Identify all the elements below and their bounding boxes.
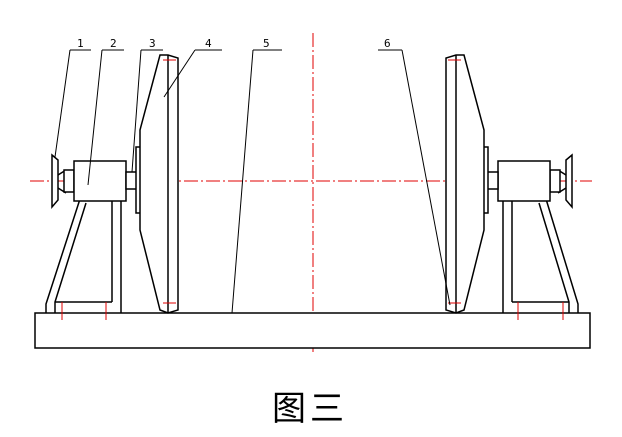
callout-2: 2 [110, 37, 117, 50]
right-housing-block [497, 160, 551, 202]
left-disc [139, 54, 179, 314]
figure-caption: 图三 [272, 389, 348, 429]
base-plate [34, 312, 591, 349]
callout-6: 6 [384, 37, 391, 50]
callout-1: 1 [77, 37, 84, 50]
right-handwheel [549, 153, 573, 210]
callout-4: 4 [205, 37, 212, 50]
left-support-frame [45, 198, 122, 320]
callout-5: 5 [263, 37, 270, 50]
leader-lines [54, 49, 451, 314]
right-disc [445, 54, 485, 314]
left-housing-block [73, 160, 127, 202]
right-support-frame [502, 198, 579, 320]
callout-3: 3 [149, 37, 156, 50]
